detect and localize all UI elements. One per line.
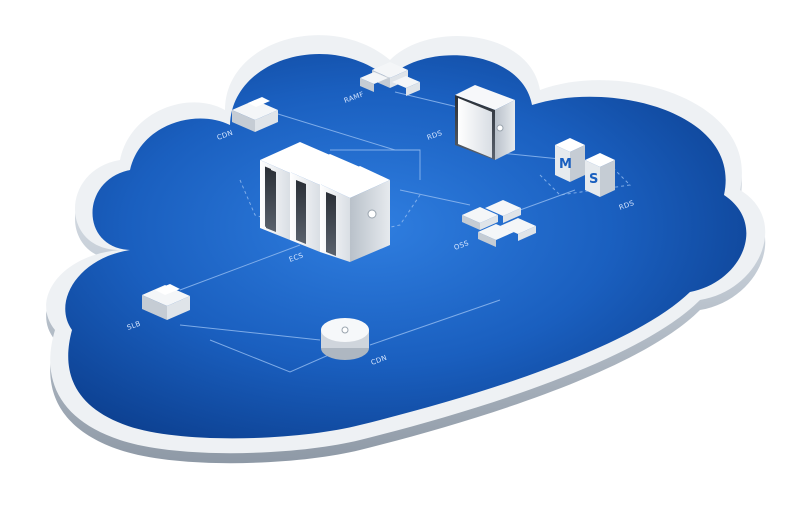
ms-node: M S RDS xyxy=(555,138,636,212)
ms-letter-s: S xyxy=(589,172,598,187)
rds-top-node: RDS xyxy=(426,85,515,160)
ms-letter-m: M xyxy=(559,157,572,172)
oss-node: OSS xyxy=(453,200,536,252)
ecs-node: ECS xyxy=(260,142,390,264)
ramf-node: RAMF xyxy=(343,62,420,105)
cdn-top-node: CDN xyxy=(216,97,278,142)
cloud-shape xyxy=(46,35,766,464)
cdn-bottom-node: CDN xyxy=(321,318,388,367)
